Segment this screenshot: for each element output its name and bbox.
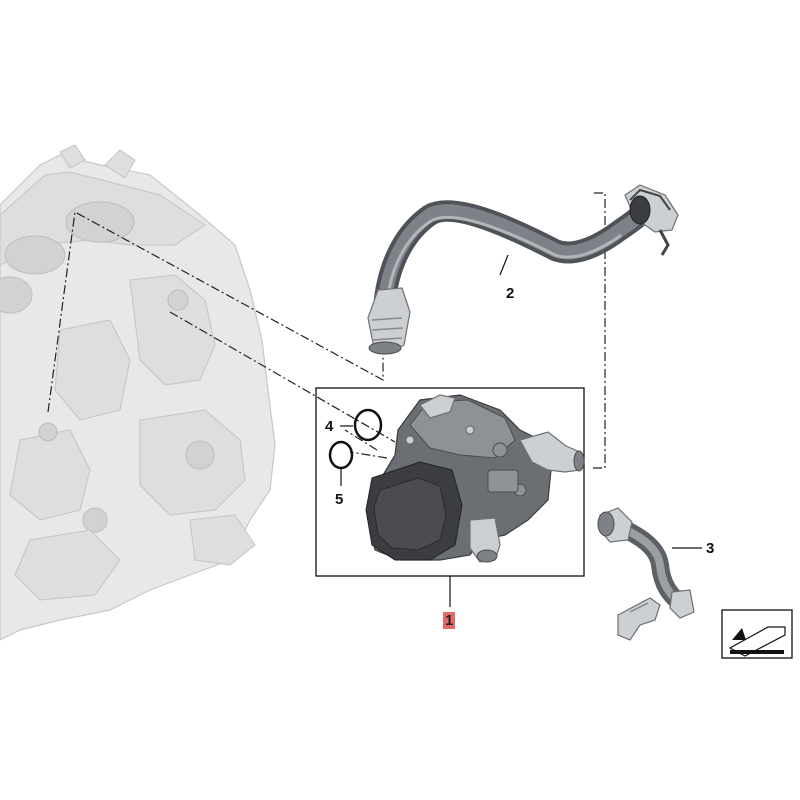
callout-3: 3	[706, 540, 715, 557]
leader-lines	[47, 192, 606, 469]
callout-4: 4	[325, 418, 334, 435]
callout-2: 2	[506, 285, 515, 302]
coolant-hose-upper	[367, 184, 679, 355]
callout-5: 5	[335, 491, 344, 508]
callout-1: 1	[443, 612, 456, 629]
coolant-hose-lower	[597, 507, 702, 641]
direction-arrow-icon	[721, 609, 793, 659]
o-ring-4	[340, 408, 383, 442]
engine-block	[0, 144, 276, 641]
o-ring-5	[328, 440, 354, 486]
coolant-pump	[365, 394, 585, 563]
